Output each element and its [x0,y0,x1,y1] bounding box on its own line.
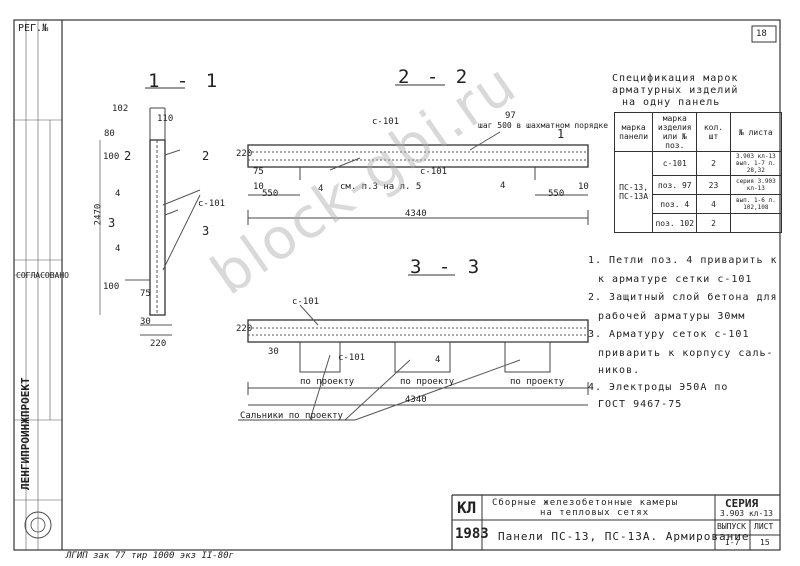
spec-title-line: на одну панель [622,97,721,108]
qty-cell: 23 [696,175,731,195]
dim-label: 550 [548,189,565,199]
dim-label: 30 [140,317,151,327]
organization-stamp: ЛЕНГИПРОИНЖПРОЕКТ [19,377,32,490]
note-line: ников. [598,365,641,376]
position-mark: 4 [115,244,121,254]
sheet-number: 18 [756,29,767,39]
year: 1983 [455,526,489,542]
mesh-label: c-101 [372,117,400,127]
by-design-label: по проекту [510,377,565,387]
table-row: поз. 97 23 серия 3.903 кл-13 [615,175,783,195]
cut-mark: 2 [124,149,132,163]
spec-table: марка панели марка изделия или № поз. ко… [613,112,783,233]
position-mark: 4 [318,184,324,194]
note-line: 3. Арматуру сеток с-101 [588,329,750,340]
cut-mark: 2 [202,149,210,163]
reference-note: см. п.3 на л. 5 [340,182,422,192]
mesh-label: c-101 [338,353,366,363]
dim-label: 80 [104,129,115,139]
dim-label: 30 [268,347,279,357]
section-title-1-1: 1 - 1 [148,70,221,92]
qty-cell: 2 [696,151,731,176]
registration-label: РЕГ.№ [18,23,49,34]
dim-label: 4340 [405,209,427,219]
spec-title-line: Спецификация марок [612,73,739,84]
cut-mark: 3 [202,224,210,238]
sheet-cell: вып. 1-6 л. 102,108 [729,194,783,214]
document-subtitle: на тепловых сетях [540,508,650,518]
issue-label: ВЫПУСК [717,522,746,531]
qty-cell: 4 [696,194,731,214]
dim-label: 110 [157,114,174,124]
dim-label: 100 [103,282,120,292]
dim-label: 10 [253,182,264,192]
glands-label: Сальники по проекту [240,411,343,421]
series-label: СЕРИЯ [725,497,759,510]
spec-header-row: марка панели марка изделия или № поз. ко… [613,112,783,152]
by-design-label: по проекту [300,377,355,387]
section-title-3-3: 3 - 3 [410,256,483,278]
by-design-label: по проекту [400,377,455,387]
item-cell: поз. 102 [652,213,698,233]
dim-label: 220 [236,149,253,159]
dim-label: 220 [236,324,253,334]
note-line: ГОСТ 9467-75 [598,399,683,410]
sheet-cell: 3.903 кл-13 вып. 1-7 л. 28,32 [729,151,783,176]
cut-mark: 3 [108,216,116,230]
table-row: ПС-13, ПС-13А c-101 2 3.903 кл-13 вып. 1… [613,151,783,233]
mesh-label: c-101 [198,199,226,209]
sheet-value: 15 [760,538,770,547]
dim-label: 10 [578,182,589,192]
spec-title-line: арматурных изделий [612,85,739,96]
panel-mark-cell: ПС-13, ПС-13А [613,151,654,233]
note-line: 1. Петли поз. 4 приварить к [588,255,778,266]
qty-cell: 2 [696,213,731,233]
issue-value: I-7 [725,538,740,547]
dim-label: 75 [253,167,264,177]
note-line: 2. Защитный слой бетона для [588,292,778,303]
position-mark: 4 [500,181,506,191]
cut-mark: 1 [557,127,565,141]
note-line: к арматуре сетки c-101 [598,274,753,285]
table-row: поз. 102 2 [615,213,783,233]
panel-mark: ПС-13А [619,192,649,201]
dim-label: 75 [140,289,151,299]
position-mark: 4 [115,189,121,199]
note-line: 4. Электроды Э50А по [588,382,729,393]
spacing-note: шаг 500 в шахматном порядке [478,121,609,130]
series-value: 3.903 кл-13 [720,509,773,518]
spec-header: № листа [729,112,783,152]
dim-label: 4340 [405,395,427,405]
item-cell: поз. 97 [652,175,698,195]
mesh-label: c-101 [292,297,320,307]
document-title: Панели ПС-13, ПС-13А. Армирование [498,530,750,543]
spec-header: марка панели [613,112,654,152]
footer-note: ЛГИП зак 77 тир 1000 экз II-80г [66,551,234,561]
note-line: приварить к корпусу саль- [598,348,774,359]
position-mark: 4 [435,355,441,365]
item-cell: c-101 [652,151,698,176]
panel-mark: ПС-13, [619,183,649,192]
kl-mark: КЛ [457,498,477,517]
dim-label: 550 [262,189,279,199]
item-cell: поз. 4 [652,194,698,214]
spec-header: кол. шт [696,112,731,152]
dim-label: 102 [112,104,129,114]
section-title-2-2: 2 - 2 [398,66,471,88]
document-subtitle: Сборные железобетонные камеры [492,498,679,508]
dim-label: 2470 [93,203,104,226]
spec-header: марка изделия или № поз. [652,112,698,152]
agreed-stamp: СОГЛАСОВАНО [16,271,69,280]
dim-label: 220 [150,339,167,349]
mesh-label: c-101 [420,167,448,177]
sheet-cell [729,213,783,233]
note-line: рабочей арматуры 30мм [598,311,746,322]
item-label: 97 [505,111,516,121]
sheet-cell: серия 3.903 кл-13 [729,175,783,195]
sheet-label: ЛИСТ [754,522,774,531]
table-row: поз. 4 4 вып. 1-6 л. 102,108 [615,194,783,214]
dim-label: 100 [103,152,120,162]
